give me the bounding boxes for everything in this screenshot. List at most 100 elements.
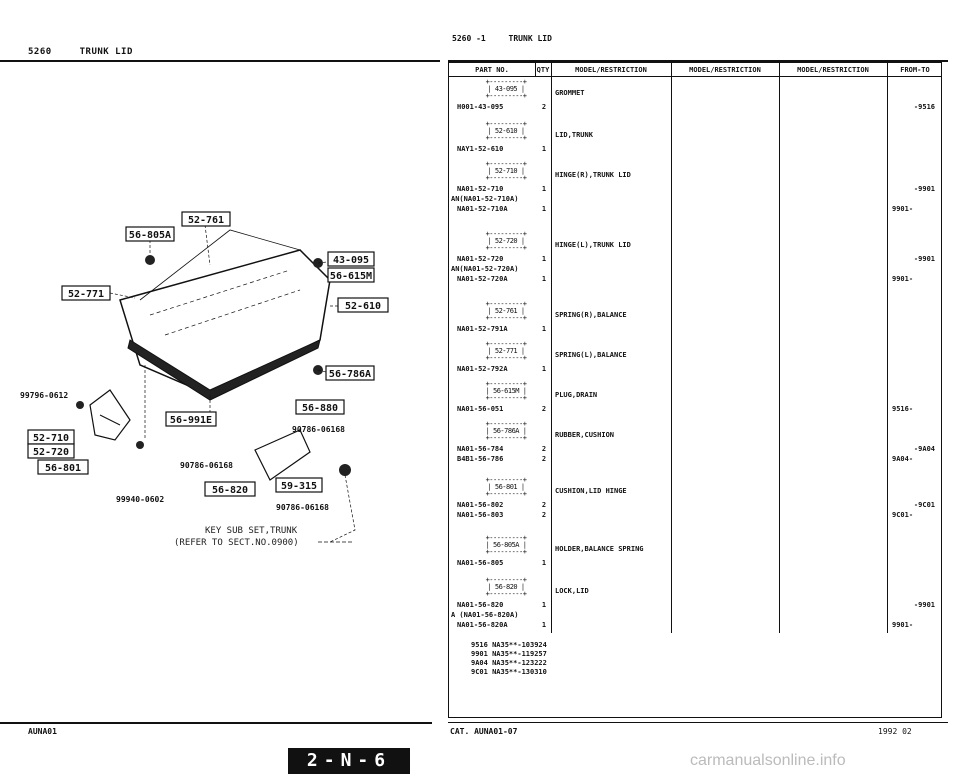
right-header-rule: [448, 60, 948, 62]
callout-56-801: 56-801: [37, 459, 89, 475]
part-callout-number: | 56-805A |: [485, 541, 527, 549]
col-model-2: MODEL/RESTRICTION: [689, 66, 761, 74]
part-from-to: -9901: [913, 255, 935, 263]
svg-text:56-991E: 56-991E: [170, 415, 212, 426]
svg-text:56-615M: 56-615M: [330, 271, 372, 282]
part-number: H001-43-095: [457, 103, 504, 111]
serial-note: 9C01 NA35**-130310: [471, 668, 547, 676]
part-callout-box: +---------+| 56-805A |+---------+: [471, 535, 541, 556]
col-model-3: MODEL/RESTRICTION: [797, 66, 869, 74]
part-description: PLUG,DRAIN: [555, 391, 598, 399]
callout-56-786a: 56-786A: [325, 365, 375, 381]
part-callout-number: | 56-786A |: [485, 427, 527, 435]
left-section-title: TRUNK LID: [79, 47, 133, 57]
callout-52-771: 52-771: [61, 285, 111, 301]
footer-left-rule: [0, 722, 432, 724]
part-description: LOCK,LID: [555, 587, 589, 595]
callout-52-610: 52-610: [337, 297, 389, 313]
part-number: NAY1-52-610: [457, 145, 504, 153]
svg-text:56-801: 56-801: [45, 463, 81, 474]
part-callout-number: | 56-615M |: [485, 387, 527, 395]
part-callout-number: | 56-820 |: [487, 583, 525, 591]
part-callout-box: +---------+| 56-820 |+---------+: [471, 577, 541, 598]
part-description: HINGE(L),TRUNK LID: [555, 241, 631, 249]
part-qty: 2: [541, 455, 547, 463]
part-from-to: 9901-: [892, 205, 914, 213]
part-from-to: 9901-: [892, 621, 914, 629]
catalog-date: 1992 02: [878, 727, 912, 736]
part-qty: 2: [541, 511, 547, 519]
callout-56-880: 56-880: [295, 399, 345, 415]
part-description: HOLDER,BALANCE SPRING: [555, 545, 644, 553]
watermark-text: carmanualsonline.info: [690, 752, 846, 769]
part-from-to: 9A04-: [892, 455, 914, 463]
col-qty: QTY: [536, 66, 550, 74]
right-section-title: TRUNK LID: [508, 34, 552, 43]
svg-text:43-095: 43-095: [333, 255, 369, 266]
part-qty: 1: [541, 365, 547, 373]
svg-text:56-805A: 56-805A: [129, 230, 171, 241]
svg-text:52-720: 52-720: [33, 447, 69, 458]
part-callout-box: +---------+| 52-610 |+---------+: [471, 121, 541, 142]
label-99796-0612: 99796-0612: [20, 391, 68, 400]
part-qty: 1: [541, 255, 547, 263]
part-number: B4B1-56-786: [457, 455, 504, 463]
part-qty: 2: [541, 103, 547, 111]
part-callout-box: +---------+| 52-761 |+---------+: [471, 301, 541, 322]
part-number: NA01-56-820A: [457, 621, 508, 629]
part-qty: 1: [541, 185, 547, 193]
callout-56-805a: 56-805A: [125, 226, 175, 242]
part-description: CUSHION,LID HINGE: [555, 487, 627, 495]
part-description: RUBBER,CUSHION: [555, 431, 615, 439]
left-header-rule: [0, 60, 440, 62]
part-number: NA01-56-820: [457, 601, 504, 609]
part-number: NA01-56-803: [457, 511, 504, 519]
part-qty: 1: [541, 205, 547, 213]
lock-shape: [254, 429, 311, 481]
part-number: AN(NA01-52-710A): [451, 195, 519, 203]
hinge-shape: [89, 389, 131, 441]
col-model-1: MODEL/RESTRICTION: [575, 66, 647, 74]
part-qty: 1: [541, 145, 547, 153]
svg-text:56-786A: 56-786A: [329, 369, 371, 380]
label-99940-0602: 99940-0602: [116, 495, 164, 504]
part-description: LID,TRUNK: [555, 131, 593, 139]
callout-56-991e: 56-991E: [165, 411, 217, 427]
part-from-to: 9C01-: [892, 511, 914, 519]
callout-56-615m: 56-615M: [327, 267, 375, 283]
callout-52-710: 52-710: [27, 429, 75, 445]
part-callout-number: | 52-710 |: [487, 167, 525, 175]
col-from-to: FROM-TO: [900, 66, 930, 74]
part-qty: 1: [541, 621, 547, 629]
part-callout-box: +---------+| 52-710 |+---------+: [471, 161, 541, 182]
part-description: GROMMET: [555, 89, 585, 97]
callout-59-315: 59-315: [275, 477, 323, 493]
part-number: NA01-52-720: [457, 255, 504, 263]
serial-note: 9A04 NA35**-123222: [471, 659, 547, 667]
callout-52-761: 52-761: [181, 211, 231, 227]
label-90786-06168-c: 90786-06168: [276, 503, 329, 512]
trunk-lid-exploded-diagram: 52-761 56-805A 43-095 56-615M 52-771 52-…: [20, 211, 389, 548]
part-callout-box: +---------+| 52-720 |+---------+: [471, 231, 541, 252]
serial-note: 9516 NA35**-103924: [471, 641, 547, 649]
key-note-line-2: (REFER TO SECT.NO.0900): [174, 538, 299, 548]
part-callout-box: +---------+| 52-771 |+---------+: [471, 341, 541, 362]
left-page-header: 5260 TRUNK LID: [28, 47, 155, 57]
part-description: HINGE(R),TRUNK LID: [555, 171, 631, 179]
part-callout-box: +---------+| 56-786A |+---------+: [471, 421, 541, 442]
part-from-to: -9516: [913, 103, 935, 111]
part-callout-number: | 52-771 |: [487, 347, 525, 355]
page-number-badge: 2-N-6: [288, 748, 410, 774]
part-number: NA01-52-720A: [457, 275, 508, 283]
label-90786-06168-a: 90786-06168: [292, 425, 345, 434]
trunk-lid-shape: [119, 249, 331, 396]
part-from-to: -9901: [913, 601, 935, 609]
part-number: NA01-56-802: [457, 501, 504, 509]
callout-56-820: 56-820: [204, 481, 256, 497]
label-90786-06168-b: 90786-06168: [180, 461, 233, 470]
svg-text:59-315: 59-315: [281, 481, 317, 492]
svg-text:52-610: 52-610: [345, 301, 381, 312]
part-description: SPRING(L),BALANCE: [555, 351, 627, 359]
part-number: NA01-52-791A: [457, 325, 508, 333]
callout-43-095: 43-095: [327, 251, 375, 267]
